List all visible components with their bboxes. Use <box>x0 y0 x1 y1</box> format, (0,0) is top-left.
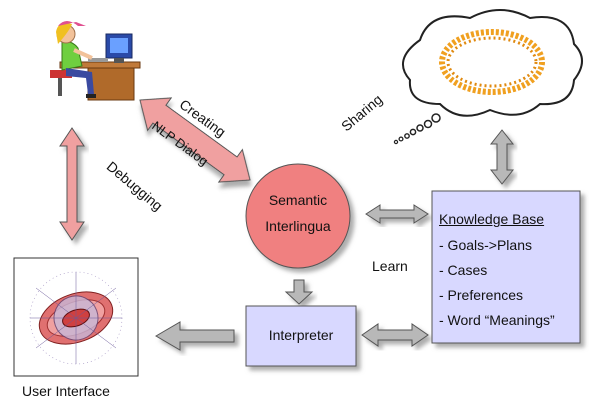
user-interface-image <box>13 257 139 377</box>
interlingua-label: Interlingua <box>265 218 331 234</box>
person-computer-icon <box>50 21 141 101</box>
knowledge-base-title: Knowledge Base <box>439 211 545 227</box>
learn-label: Learn <box>372 258 408 274</box>
semantic-label: Semantic <box>268 192 328 208</box>
cloud-kb-arrow <box>489 129 515 185</box>
semantic-interlingua-node <box>245 163 351 269</box>
kb-item-cases: - Cases <box>439 262 488 278</box>
interpreter-kb-arrow <box>361 323 429 347</box>
interpreter-ui-arrow <box>155 321 235 351</box>
kb-item-goals: - Goals->Plans <box>439 237 532 253</box>
kb-item-word-meanings: - Word “Meanings” <box>439 312 555 328</box>
knowledge-base-node <box>431 190 581 344</box>
kb-item-preferences: - Preferences <box>439 287 524 303</box>
pink-vertical-arrow <box>59 127 85 241</box>
user-interface-label: User Interface <box>22 383 110 399</box>
semantic-interpreter-arrow <box>284 279 314 305</box>
interpreter-label: Interpreter <box>268 327 334 343</box>
interpreter-node <box>245 305 357 367</box>
nlp-dialog-arrow <box>139 97 251 183</box>
semantic-kb-arrow <box>365 204 429 224</box>
community-cloud-icon <box>393 9 583 145</box>
